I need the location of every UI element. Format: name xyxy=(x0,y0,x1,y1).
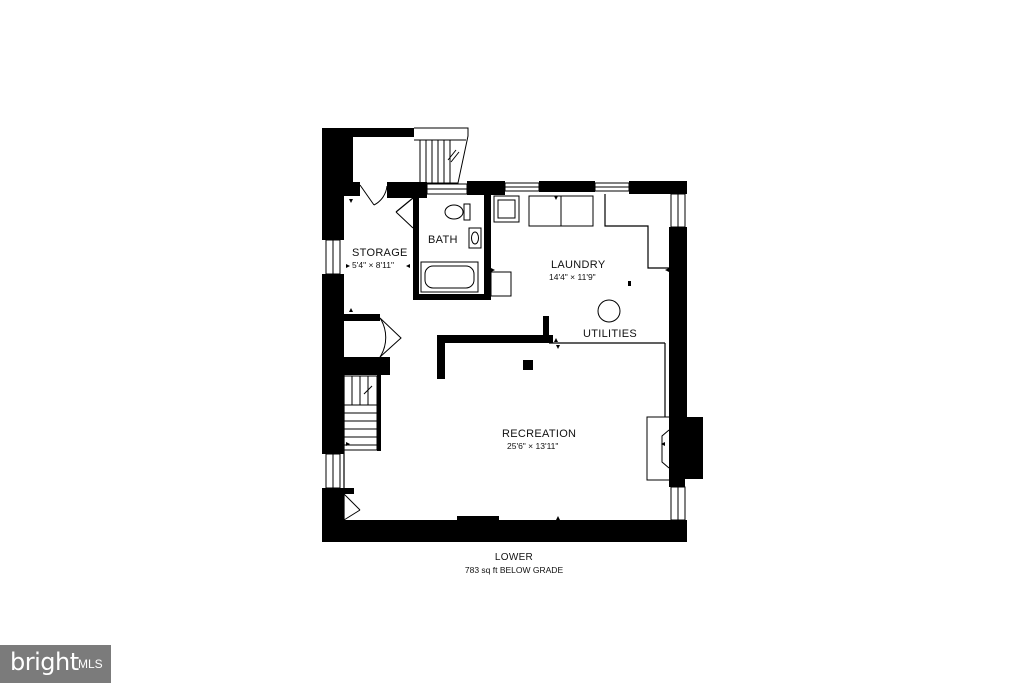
column-small xyxy=(628,281,631,286)
dimension-ticks xyxy=(346,196,669,520)
interior-stairs xyxy=(344,375,378,451)
wall-top-stair xyxy=(322,128,414,137)
level-caption: LOWER 783 sq ft BELOW GRADE xyxy=(404,552,624,575)
divider-wall-top xyxy=(437,335,553,343)
room-dims-laundry: 14'4" × 11'9" xyxy=(549,272,596,282)
room-name-bath: BATH xyxy=(428,234,458,246)
laundry-fixtures xyxy=(490,195,621,323)
fireplace xyxy=(646,416,670,481)
closet-wall-top xyxy=(344,314,380,321)
room-dims-storage: 5'4" × 8'11" xyxy=(352,260,394,270)
bath-wall-right xyxy=(484,190,491,300)
doors xyxy=(343,184,414,521)
room-dims-recreation: 25'6" × 13'11" xyxy=(507,441,558,451)
bottom-beam xyxy=(457,516,499,522)
column xyxy=(523,360,533,370)
wall-bottom xyxy=(322,520,687,542)
jamb-bottom-left xyxy=(344,488,354,494)
closet-wall-bottom xyxy=(344,357,390,375)
water-heater xyxy=(597,299,621,323)
wall-top-a xyxy=(344,182,360,196)
thin-lines xyxy=(343,194,669,520)
bathtub xyxy=(420,261,479,293)
wall-top-b xyxy=(387,182,427,198)
wall-stair-side xyxy=(344,137,353,193)
wall-right-lower xyxy=(669,417,685,487)
bath-fixtures xyxy=(420,203,482,293)
exterior-walls xyxy=(322,128,703,542)
toilet xyxy=(444,204,464,220)
wall-top-e xyxy=(629,181,687,194)
wall-left-mid xyxy=(322,274,344,454)
divider-stub xyxy=(543,316,549,343)
watermark-brand: bright xyxy=(10,648,79,676)
bath-wall-left xyxy=(413,198,419,300)
mls-watermark: bright MLS xyxy=(0,645,111,683)
exterior-stairs xyxy=(414,127,469,184)
dryer xyxy=(560,195,594,227)
chimney xyxy=(685,417,703,479)
room-name-recreation: RECREATION xyxy=(502,428,576,440)
level-area: 783 sq ft BELOW GRADE xyxy=(464,565,564,575)
room-name-laundry: LAUNDRY xyxy=(551,259,606,271)
room-name-utilities: UTILITIES xyxy=(583,328,637,340)
windows xyxy=(325,182,686,521)
wall-left-upper xyxy=(322,128,344,240)
appliance-small xyxy=(490,271,512,297)
interior-walls xyxy=(344,190,631,494)
wall-right-upper xyxy=(669,227,687,417)
bath-wall-bottom xyxy=(413,294,491,300)
stair-wall-right xyxy=(377,373,381,451)
level-name: LOWER xyxy=(494,552,534,563)
washer xyxy=(528,195,562,227)
divider-wall xyxy=(437,335,445,379)
watermark-suffix: MLS xyxy=(78,657,103,671)
wall-top-d xyxy=(539,181,595,192)
bath-sink xyxy=(468,227,482,249)
utility-sink xyxy=(493,195,520,223)
wall-top-c xyxy=(467,181,505,195)
room-name-storage: STORAGE xyxy=(352,247,408,259)
